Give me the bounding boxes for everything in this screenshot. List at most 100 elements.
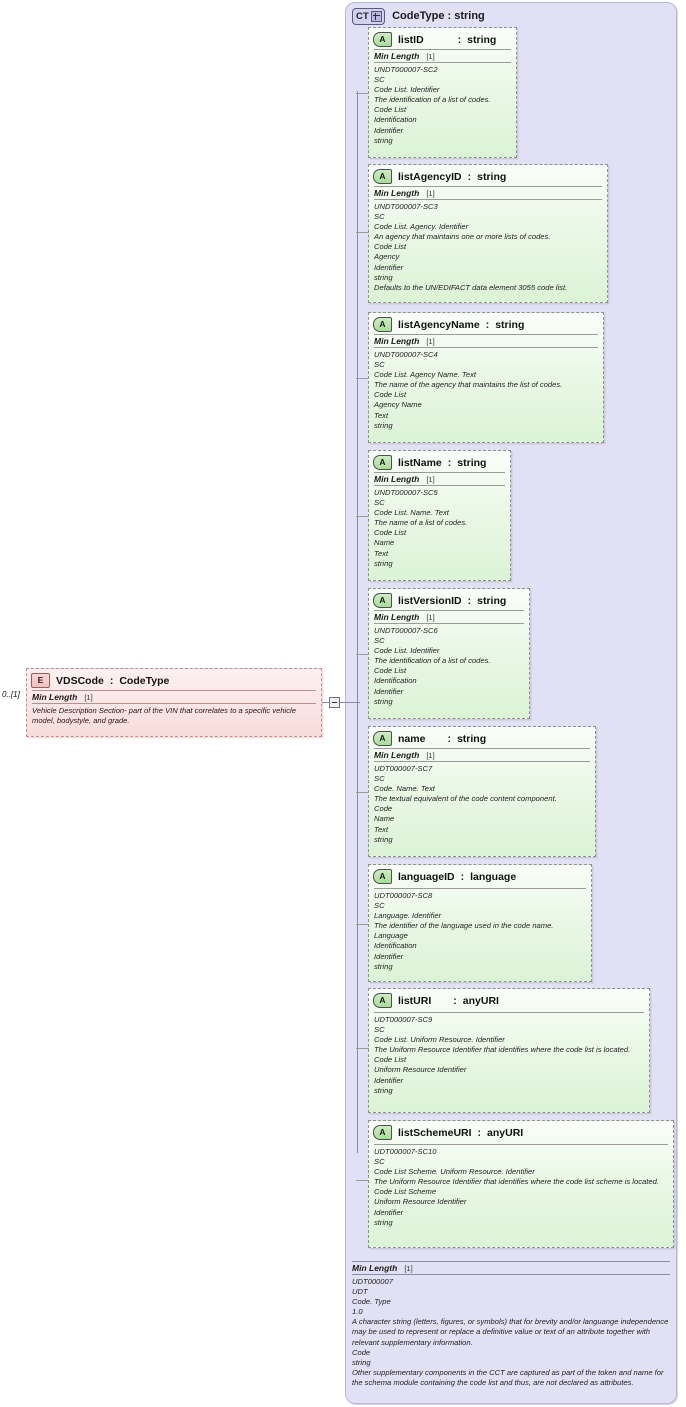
element-header: E VDSCode : CodeType <box>27 669 321 690</box>
attribute-facet-row: Min Length [1] <box>374 49 511 63</box>
connector-stub <box>356 378 369 379</box>
attribute-node-listAgencyID[interactable]: A listAgencyID : string Min Length [1] U… <box>368 164 608 303</box>
doc-line: string <box>374 1217 393 1227</box>
connector-line <box>340 702 360 703</box>
attribute-type: string <box>477 594 507 607</box>
attribute-name: listURI <box>398 994 432 1007</box>
collapse-minus-box-icon[interactable] <box>329 697 340 708</box>
doc-line: Name <box>374 814 395 824</box>
doc-line: UDT000007-SC8 <box>374 891 433 900</box>
facet-name: Min Length <box>374 336 420 346</box>
attribute-node-listAgencyName[interactable]: A listAgencyName : string Min Length [1]… <box>368 312 604 443</box>
attribute-node-listSchemeURI[interactable]: A listSchemeURI : anyURI UDT000007-SC10 … <box>368 1120 674 1248</box>
doc-line: The identification of a list of codes. <box>374 656 491 666</box>
attribute-documentation: UNDT000007-SC3 SC Code List. Agency. Ide… <box>369 200 607 296</box>
attribute-type: language <box>470 870 517 883</box>
attribute-node-name[interactable]: A name : string Min Length [1] UDT000007… <box>368 726 596 857</box>
doc-line: UNDT000007-SC5 <box>374 488 438 497</box>
doc-line: Code List <box>374 105 407 115</box>
doc-line: Uniform Resource Identifier <box>374 1065 467 1075</box>
attribute-documentation: UDT000007-SC8 SC Language. Identifier Th… <box>374 888 586 975</box>
doc-line: Text <box>374 824 389 834</box>
doc-line: Code. Type <box>352 1297 391 1307</box>
plus-box-icon[interactable] <box>371 10 383 22</box>
doc-line: Code List <box>374 528 407 538</box>
attribute-badge-icon: A <box>373 317 392 332</box>
attribute-header: A listAgencyName : string <box>369 313 603 334</box>
facet-cardinality: [1] <box>426 52 435 61</box>
element-badge-icon: E <box>31 673 50 688</box>
doc-line: Code List. Identifier <box>374 646 440 656</box>
attribute-type: string <box>456 732 487 745</box>
attribute-name: listSchemeURI <box>398 1126 472 1139</box>
attribute-type: string <box>457 456 487 469</box>
doc-line: An agency that maintains one or more lis… <box>374 232 551 242</box>
doc-line: UNDT000007-SC3 <box>374 202 438 211</box>
doc-line: The name of a list of codes. <box>374 518 468 528</box>
attribute-node-listVersionID[interactable]: A listVersionID : string Min Length [1] … <box>368 588 530 719</box>
attribute-node-listID[interactable]: A listID : string Min Length [1] UNDT000… <box>368 27 517 158</box>
facet-name: Min Length <box>374 51 420 61</box>
doc-line: Code <box>352 1347 371 1357</box>
attribute-documentation: UDT000007-SC9 SC Code List. Uniform Reso… <box>374 1012 644 1099</box>
attribute-name: listAgencyName <box>398 318 480 331</box>
attribute-documentation: UNDT000007-SC2 SC Code List. Identifier … <box>369 63 516 149</box>
attribute-separator: : <box>460 870 465 883</box>
element-documentation: Vehicle Description Section- part of the… <box>27 704 321 729</box>
doc-line: Code List Scheme <box>374 1187 437 1197</box>
doc-line: Language. Identifier <box>374 911 442 921</box>
doc-line: Text <box>374 548 389 558</box>
attribute-separator: : <box>453 994 457 1007</box>
complextype-facet-name: Min Length <box>352 1263 398 1273</box>
attribute-documentation: UDT000007-SC7 SC Code. Name. Text The te… <box>369 762 595 848</box>
doc-line: Code List. Agency. Identifier <box>374 222 469 232</box>
complextype-badge[interactable]: CT <box>352 7 386 25</box>
complextype-documentation: UDT000007 UDT Code. Type 1.0 A character… <box>352 1275 670 1388</box>
attribute-badge-icon: A <box>373 593 392 608</box>
attribute-node-listURI[interactable]: A listURI : anyURI UDT000007-SC9 SC Code… <box>368 988 650 1113</box>
doc-line: string <box>374 558 393 568</box>
doc-line: SC <box>374 1025 385 1035</box>
facet-name: Min Length <box>374 474 420 484</box>
doc-line: string <box>374 961 393 971</box>
doc-line: string <box>374 1085 393 1095</box>
attribute-name: listName <box>398 456 442 469</box>
doc-line: UNDT000007-SC4 <box>374 350 438 359</box>
attribute-badge-icon: A <box>373 455 392 470</box>
facet-cardinality: [1] <box>84 693 93 702</box>
attribute-separator: : <box>447 456 452 469</box>
attribute-header: A listURI : anyURI <box>369 989 649 1010</box>
doc-line: The Uniform Resource Identifier that ide… <box>374 1177 659 1187</box>
attribute-header: A listID : string <box>369 28 516 49</box>
attribute-separator: : <box>467 170 472 183</box>
element-type: CodeType <box>119 674 170 687</box>
attribute-separator: : <box>457 33 462 46</box>
facet-cardinality: [1] <box>426 751 435 760</box>
doc-line: Identifier <box>374 1207 404 1217</box>
doc-line: Name <box>374 538 395 548</box>
doc-line: SC <box>374 636 385 646</box>
doc-line: The identification of a list of codes. <box>374 95 491 105</box>
doc-line: 1.0 <box>352 1307 363 1317</box>
attribute-type: anyURI <box>487 1126 524 1139</box>
doc-line: Code List <box>374 390 407 400</box>
doc-line: Agency Name <box>374 400 422 410</box>
doc-line: UDT000007 <box>352 1277 393 1286</box>
connector-stub <box>356 516 369 517</box>
attribute-documentation: UNDT000007-SC5 SC Code List. Name. Text … <box>369 486 510 572</box>
doc-line: SC <box>374 1157 385 1167</box>
doc-line: UDT000007-SC10 <box>374 1147 437 1156</box>
attribute-badge-icon: A <box>373 993 392 1008</box>
connector-stub <box>356 232 369 233</box>
element-node-VDSCode[interactable]: E VDSCode : CodeType Min Length [1] Vehi… <box>26 668 322 737</box>
element-facet-row: Min Length [1] <box>32 690 316 704</box>
doc-line: The identifier of the language used in t… <box>374 921 554 931</box>
attribute-node-languageID[interactable]: A languageID : language UDT000007-SC8 SC… <box>368 864 592 982</box>
doc-line: Identification <box>374 115 417 125</box>
facet-cardinality: [1] <box>426 613 435 622</box>
connector-stub <box>356 792 369 793</box>
attribute-header: A listName : string <box>369 451 510 472</box>
attribute-type: string <box>467 33 497 46</box>
attribute-node-listName[interactable]: A listName : string Min Length [1] UNDT0… <box>368 450 511 581</box>
cardinality-label: 0..[1] <box>2 690 20 699</box>
